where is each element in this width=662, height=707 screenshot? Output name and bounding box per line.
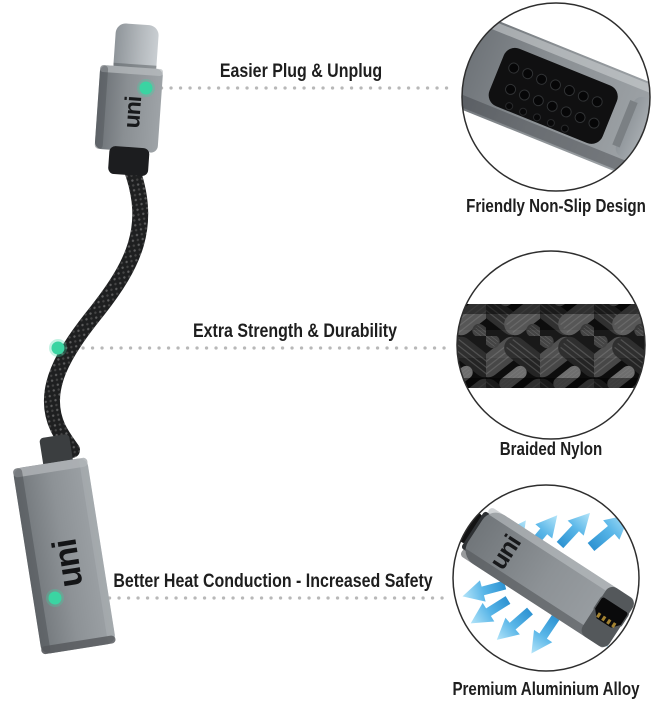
brand-logo-connector: uni [118, 96, 146, 129]
brand-logo-adapter: uni [46, 537, 91, 590]
adapter-strain-relief [39, 434, 73, 468]
connector-tip [113, 23, 159, 76]
braid-texture [457, 304, 645, 388]
inset-caption-braided: Braided Nylon [499, 439, 603, 459]
inset-caption-nonslip: Friendly Non-Slip Design [466, 196, 646, 216]
callout-label-cable: Extra Strength & Durability [193, 321, 397, 342]
callout-label-plug: Easier Plug & Unplug [219, 61, 383, 82]
inset-circle-nonslip [461, 2, 651, 192]
inset-circle-braided [456, 250, 646, 440]
hdmi-pins [596, 612, 617, 628]
callout-markers [46, 79, 155, 607]
connector-strain-relief [108, 146, 150, 177]
nonslip-dimples [505, 62, 603, 133]
inset-circle-alloy: uni [452, 484, 640, 672]
inset-caption-alloy: Premium Aluminium Alloy [452, 679, 640, 699]
callout-label-adapter: Better Heat Conduction - Increased Safet… [113, 571, 433, 592]
nonslip-pad [488, 47, 618, 144]
usb-c-connector: uni [94, 23, 164, 177]
braided-cable [43, 162, 149, 458]
adapter-body: uni [13, 434, 116, 655]
